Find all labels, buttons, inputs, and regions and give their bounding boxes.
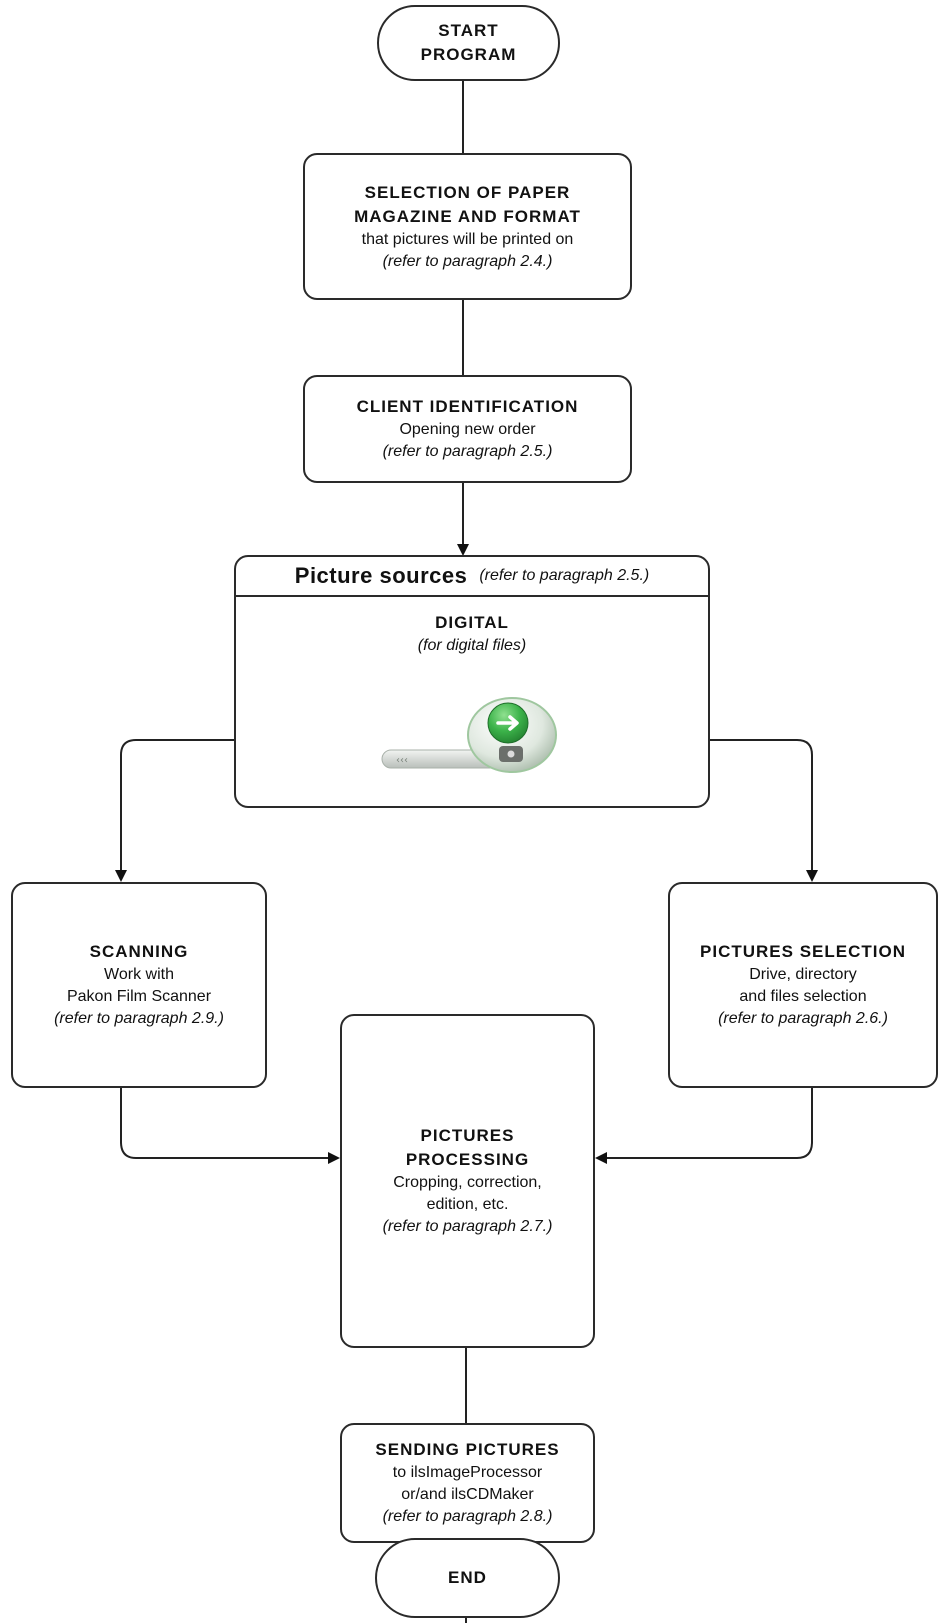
sending-reference: (refer to paragraph 2.8.) bbox=[382, 1508, 553, 1525]
picture-sources-title: Picture sources bbox=[294, 563, 468, 588]
scanning-title: SCANNING bbox=[89, 942, 189, 961]
sending-description-line2: or/and ilsCDMaker bbox=[401, 1486, 534, 1503]
client-reference: (refer to paragraph 2.5.) bbox=[382, 443, 553, 460]
digital-source-icon: ‹‹‹ bbox=[381, 697, 557, 773]
selection-description-line2: and files selection bbox=[739, 988, 867, 1005]
start-label-line2: PROGRAM bbox=[420, 45, 517, 64]
processing-description-line1: Cropping, correction, bbox=[393, 1174, 542, 1191]
sending-description-line1: to ilsImageProcessor bbox=[392, 1464, 543, 1481]
arrow-sources-scanning bbox=[115, 739, 234, 882]
paper-title-line1: SELECTION OF PAPER bbox=[364, 182, 571, 202]
end-node: END bbox=[375, 1538, 560, 1618]
paper-description: that pictures will be printed on bbox=[361, 230, 574, 248]
processing-title-line2: PROCESSING bbox=[405, 1150, 530, 1169]
selection-reference: (refer to paragraph 2.6.) bbox=[718, 1010, 888, 1027]
digital-title: DIGITAL bbox=[435, 613, 509, 632]
paper-reference: (refer to paragraph 2.4.) bbox=[382, 252, 553, 270]
scanning-node: SCANNING Work with Pakon Film Scanner (r… bbox=[11, 882, 267, 1088]
paper-title-line2: MAGAZINE AND FORMAT bbox=[354, 206, 581, 226]
sending-title: SENDING PICTURES bbox=[375, 1440, 560, 1459]
processing-reference: (refer to paragraph 2.7.) bbox=[382, 1218, 553, 1235]
arrow-sources-selection bbox=[710, 739, 818, 882]
client-title: CLIENT IDENTIFICATION bbox=[356, 397, 579, 416]
pictures-selection-node: PICTURES SELECTION Drive, directory and … bbox=[668, 882, 938, 1088]
client-identification-node: CLIENT IDENTIFICATION Opening new order … bbox=[303, 375, 632, 483]
picture-sources-header: Picture sources (refer to paragraph 2.5.… bbox=[236, 557, 708, 597]
scanning-description-line1: Work with bbox=[104, 966, 174, 983]
selection-title: PICTURES SELECTION bbox=[700, 942, 906, 961]
scanning-description-line2: Pakon Film Scanner bbox=[66, 988, 212, 1005]
processing-title-line1: PICTURES bbox=[420, 1126, 515, 1145]
picture-sources-node: Picture sources (refer to paragraph 2.5.… bbox=[234, 555, 710, 808]
sending-pictures-node: SENDING PICTURES to ilsImageProcessor or… bbox=[340, 1423, 595, 1543]
end-label: END bbox=[448, 1568, 487, 1587]
start-node: START PROGRAM bbox=[377, 5, 560, 81]
arrow-scanning-processing bbox=[120, 1088, 340, 1164]
start-label-line1: START bbox=[438, 21, 499, 40]
arrow-selection-processing bbox=[595, 1088, 813, 1164]
paper-selection-node: SELECTION OF PAPER MAGAZINE AND FORMAT t… bbox=[303, 153, 632, 300]
digital-section: DIGITAL (for digital files) bbox=[236, 611, 708, 657]
digital-description: (for digital files) bbox=[417, 637, 527, 654]
processing-description-line2: edition, etc. bbox=[426, 1196, 509, 1213]
picture-sources-reference: (refer to paragraph 2.5.) bbox=[479, 567, 650, 584]
selection-description-line1: Drive, directory bbox=[749, 966, 857, 983]
digital-icon-caption: ‹‹‹ bbox=[396, 755, 408, 766]
client-description: Opening new order bbox=[399, 421, 536, 438]
scanning-reference: (refer to paragraph 2.9.) bbox=[54, 1010, 224, 1027]
pictures-processing-node: PICTURES PROCESSING Cropping, correction… bbox=[340, 1014, 595, 1348]
